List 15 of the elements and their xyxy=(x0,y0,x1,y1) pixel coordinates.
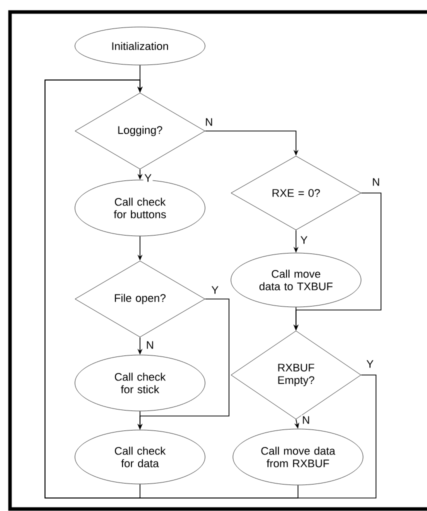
edge-label: N xyxy=(204,117,214,127)
edge-label: Y xyxy=(299,235,309,245)
edge-label: N xyxy=(145,340,155,350)
process-oval: Call check for data xyxy=(74,430,206,484)
process-oval: Call move data to TXBUF xyxy=(230,252,362,308)
edge-label: Y xyxy=(210,285,220,295)
edge-label: N xyxy=(301,415,311,425)
edge-label: N xyxy=(371,177,381,187)
process-oval: Call check for buttons xyxy=(74,180,206,236)
process-oval: Initialization xyxy=(74,26,206,66)
arrow xyxy=(44,80,376,498)
edge-label: Y xyxy=(143,173,153,183)
process-oval: Call check for stick xyxy=(74,354,206,412)
process-oval: Call move data from RXBUF xyxy=(232,428,364,486)
edge-label: Y xyxy=(365,359,375,369)
